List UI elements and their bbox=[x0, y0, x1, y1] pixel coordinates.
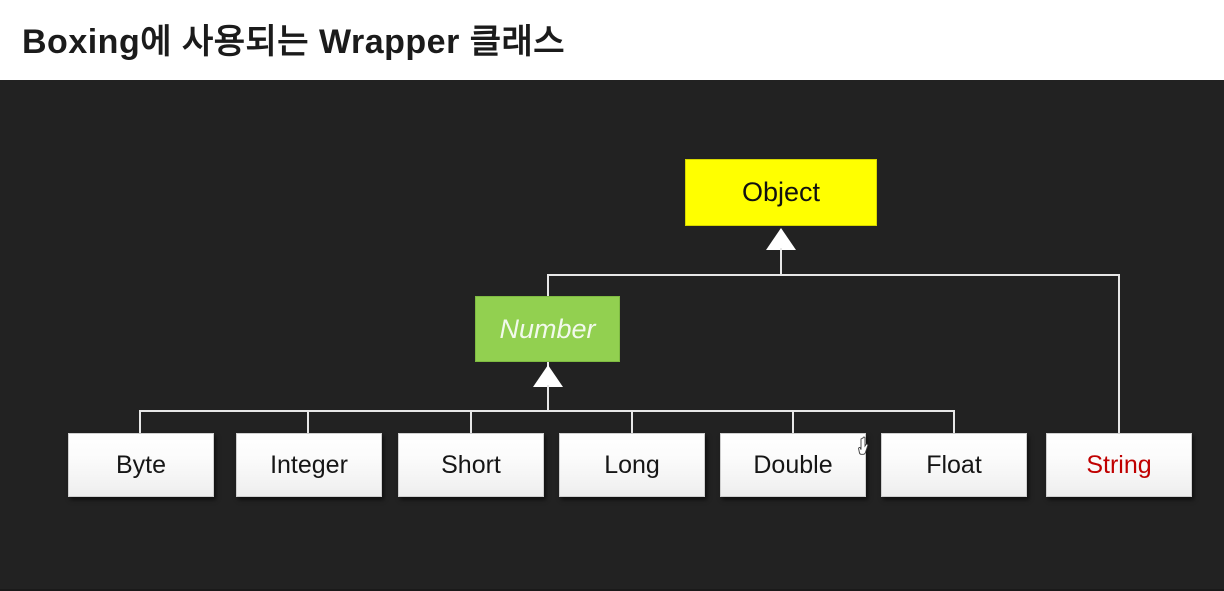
slide-header: Boxing에 사용되는 Wrapper 클래스 bbox=[0, 0, 1224, 80]
node-short[interactable]: Short bbox=[398, 433, 544, 497]
connector-object-bus bbox=[547, 274, 1120, 276]
connector-bus-to-long bbox=[631, 410, 633, 434]
node-object[interactable]: Object bbox=[685, 159, 877, 226]
node-string[interactable]: String bbox=[1046, 433, 1192, 497]
node-double-label: Double bbox=[753, 450, 833, 479]
node-byte-label: Byte bbox=[115, 450, 167, 479]
arrowhead-to-object bbox=[766, 228, 796, 250]
connector-bus-to-string bbox=[1118, 274, 1120, 434]
connector-bus-to-short bbox=[470, 410, 472, 434]
node-byte[interactable]: Byte bbox=[68, 433, 214, 497]
connector-object-stem bbox=[780, 248, 782, 276]
node-integer[interactable]: Integer bbox=[236, 433, 382, 497]
node-float[interactable]: Float bbox=[881, 433, 1027, 497]
connector-number-stem bbox=[547, 385, 549, 411]
node-float-label: Float bbox=[926, 450, 982, 479]
node-number[interactable]: Number bbox=[475, 296, 620, 362]
node-short-label: Short bbox=[441, 450, 501, 479]
connector-number-bus bbox=[139, 410, 955, 412]
node-long-label: Long bbox=[604, 450, 660, 479]
connector-bus-to-integer bbox=[307, 410, 309, 434]
node-integer-label: Integer bbox=[270, 450, 348, 479]
page-title: Boxing에 사용되는 Wrapper 클래스 bbox=[22, 23, 566, 61]
node-object-label: Object bbox=[741, 177, 821, 207]
connector-bus-to-double bbox=[792, 410, 794, 434]
connector-bus-to-byte bbox=[139, 410, 141, 434]
arrowhead-to-number bbox=[533, 365, 563, 387]
node-number-label: Number bbox=[499, 313, 596, 344]
node-string-label: String bbox=[1086, 450, 1152, 479]
diagram-area: Object Number Byte Integer bbox=[0, 80, 1224, 591]
node-double[interactable]: Double bbox=[720, 433, 866, 497]
connector-bus-to-float bbox=[953, 410, 955, 434]
node-long[interactable]: Long bbox=[559, 433, 705, 497]
